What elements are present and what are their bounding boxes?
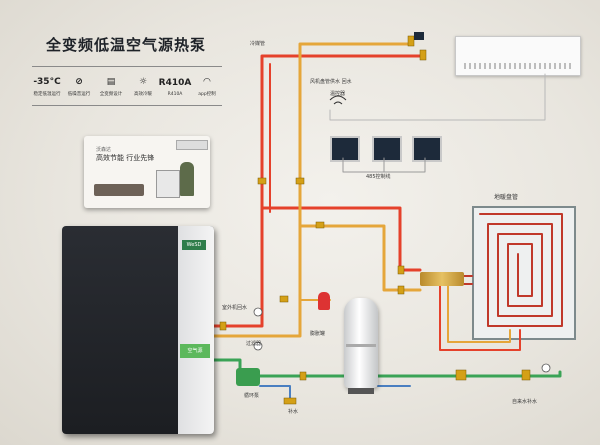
valve-icon [521,369,531,381]
floor-heating-box [472,206,576,340]
thermostat-icon [414,32,424,40]
wifi-icon [329,95,347,105]
return-branch-floor [298,224,422,292]
cold-water-pipe [259,385,411,401]
tank-base [348,388,374,394]
label-gate-valve: 过滤器 [246,341,262,347]
feature-label: 全变频设计 [99,92,123,97]
floor-manifold [420,272,464,286]
feature-label: R410A [167,91,183,97]
thermostat-panel-3 [412,136,442,162]
floor-heating-loop [479,213,563,327]
feature-label: app控制 [198,92,216,97]
thermostat-panel-2 [372,136,402,162]
return-pipe [212,42,412,338]
label-fan-coil-line: 风机盘管供水 回水 [310,79,352,85]
feature-inverter: ▤ 全变频设计 [96,75,126,97]
water-pipe [212,358,562,378]
feature-label: 低噪音运行 [67,92,91,97]
supply-branch-floor [260,206,422,272]
sofa-image [94,184,144,196]
valve-icon [397,265,405,275]
valve-icon [219,321,227,331]
thermostat-panel-1 [330,136,360,162]
thermometer-icon: -35°C [33,77,61,87]
label-thermostat: 温控器 [330,91,346,97]
feature-label: 高效冷暖 [134,92,152,97]
label-pump: 循环泵 [244,393,260,399]
valve-icon [299,371,307,381]
valve-icon [455,369,467,381]
expansion-tank [318,292,330,310]
label-tap-water: 自来水补水 [512,399,538,405]
circulation-pump [236,368,260,386]
plant-image [180,162,194,196]
valve-icon [315,221,325,229]
tank-collar [346,344,376,347]
water-tank [344,298,378,394]
feature-refrigerant: R410A R410A [158,76,192,97]
quiet-icon: ⊘ [75,77,83,87]
feature-bar: -35°C 稳定低温运行 ⊘ 低噪音运行 ▤ 全变频设计 ☼ 高效冷暖 R410… [32,66,222,106]
pressure-gauge-icon [541,363,551,373]
outdoor-unit-strip [180,344,210,358]
valve-icon [419,49,427,61]
outdoor-unit-badge: WeSD [182,240,206,250]
control-line-top [329,73,546,121]
feature-low-temp: -35°C 稳定低温运行 [32,75,62,97]
valve-icon [295,177,305,185]
label-makeup: 补水 [288,409,299,415]
label-pipe-top: 冷媒管 [250,41,266,47]
valve-icon [279,295,289,303]
feature-label: 稳定低温运行 [33,92,61,97]
feature-quiet: ⊘ 低噪音运行 [64,75,94,97]
valve-icon [407,35,415,47]
ad-brand: 沃森达 [96,147,112,153]
ceiling-unit-image [176,140,208,150]
feature-heat-cool: ☼ 高效冷暖 [128,75,158,97]
control-line-panels [342,157,426,173]
label-outdoor-line: 室外机回水 [222,305,248,311]
mini-unit-image [156,170,180,198]
label-expansion-tank: 膨胀罐 [310,331,326,337]
valve-icon [283,397,297,405]
heat-cool-icon: ☼ [138,77,148,87]
manifold-outlets [463,275,473,285]
valve-icon [257,177,267,185]
fan-coil-vent [464,63,572,69]
product-ad-card: 沃森达 高效节能 行业先锋 [84,136,210,208]
label-controller: 485控制线 [366,174,391,180]
label-floor-heating: 地暖盘管 [494,194,519,201]
wifi-icon: ◠ [203,77,211,87]
floor-return-orange [447,285,511,343]
refrigerant-icon: R410A [158,77,192,88]
inverter-icon: ▤ [106,77,116,87]
feature-app: ◠ app控制 [192,75,222,97]
outdoor-unit-label: 空气源 [187,348,203,354]
supply-pipe [212,54,422,328]
outdoor-unit-side [178,226,214,434]
valve-icon [397,285,405,295]
pressure-gauge-icon [253,307,263,317]
pressure-gauge-icon [253,341,263,351]
ad-slogan: 高效节能 行业先锋 [96,154,155,162]
floor-return-red [439,285,521,351]
outdoor-unit: WeSD 空气源 [62,226,214,434]
page-title: 全变频低温空气源热泵 [46,36,207,54]
fan-coil-unit [455,36,581,76]
